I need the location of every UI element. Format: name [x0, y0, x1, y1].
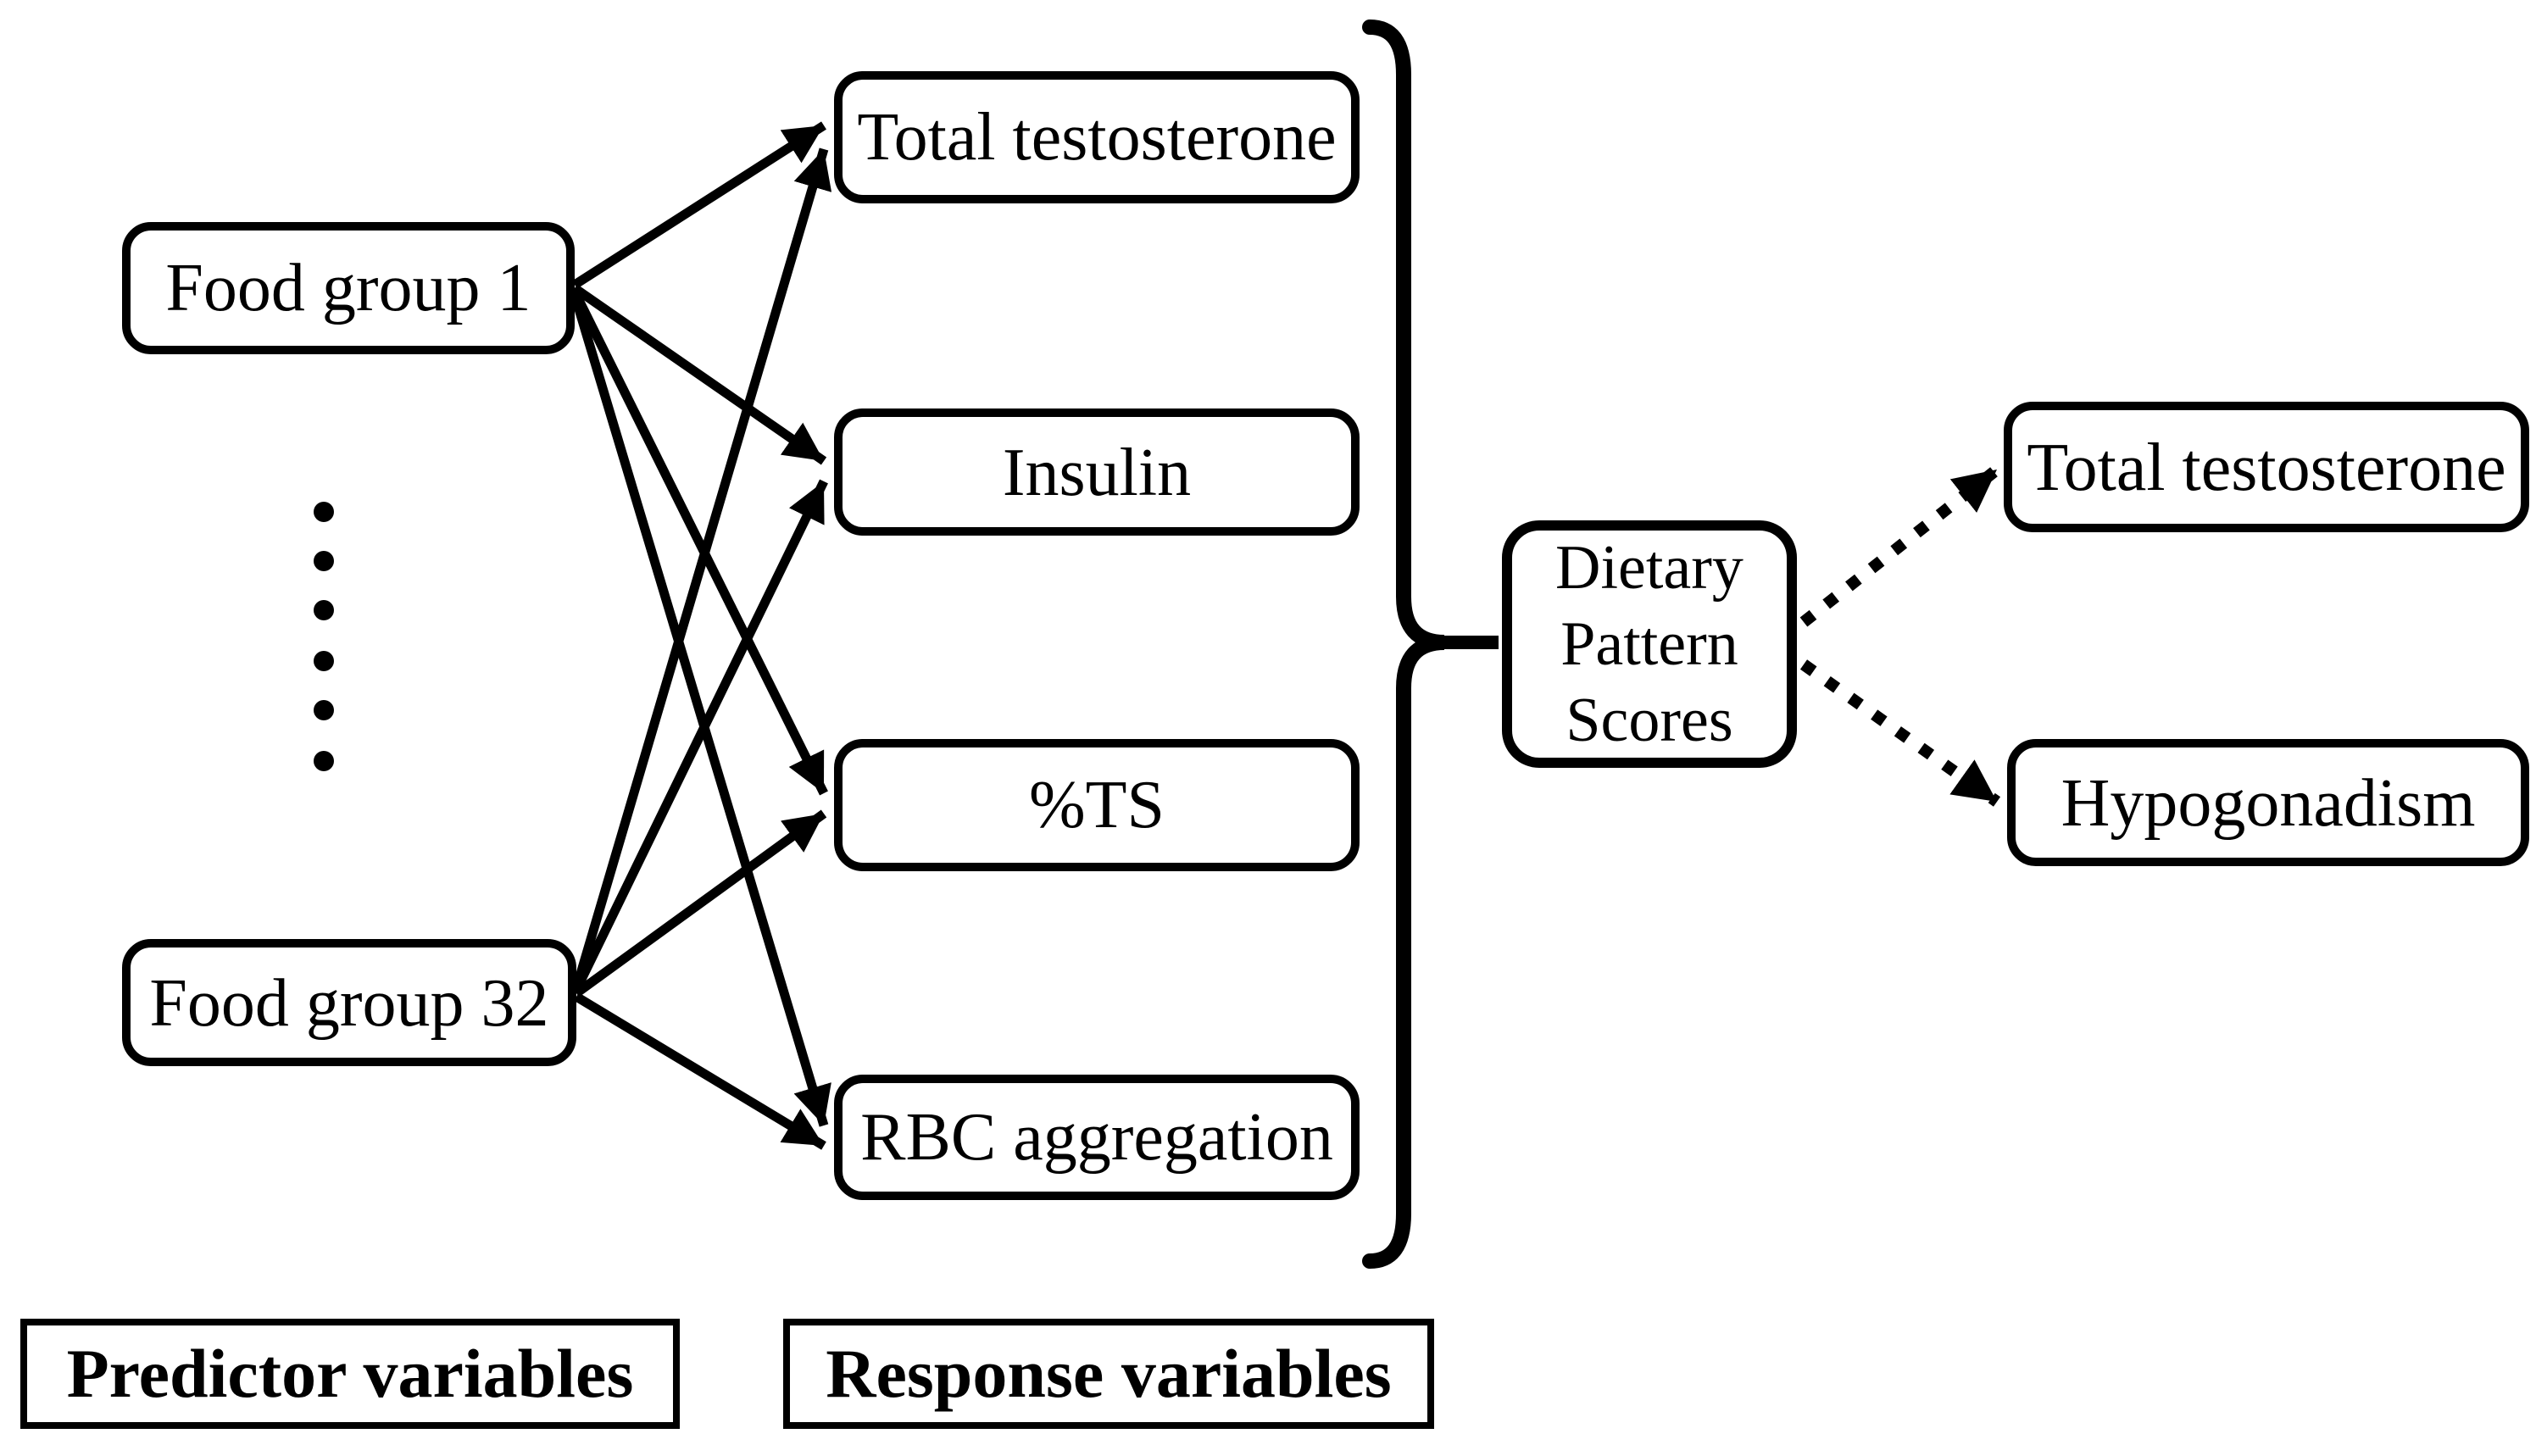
food-group-32-label: Food group 32: [149, 964, 549, 1040]
response-percent-ts-label: %TS: [1029, 766, 1165, 842]
dps-line-2: Pattern: [1560, 609, 1738, 679]
dietary-pattern-scores-box: Dietary Pattern Scores: [1502, 520, 1797, 768]
dashed-arrows: [1799, 464, 2001, 807]
response-percent-ts-box: %TS: [834, 739, 1360, 871]
outcome-total-testosterone-label: Total testosterone: [2027, 428, 2506, 504]
curly-brace: [1362, 19, 1445, 1269]
dashed-arrow-dps-hypogonadism: [1799, 659, 2001, 807]
dps-line-1: Dietary: [1555, 533, 1744, 603]
solid-arrows: [570, 121, 832, 1150]
food-group-32-box: Food group 32: [122, 939, 576, 1066]
response-total-testosterone-label: Total testosterone: [857, 98, 1337, 175]
response-insulin-label: Insulin: [1002, 433, 1192, 509]
outcome-hypogonadism-label: Hypogonadism: [2060, 764, 2476, 840]
food-group-1-box: Food group 1: [122, 222, 575, 354]
arrow-fg32-percent-ts: [573, 809, 827, 998]
response-rbc-aggregation-box: RBC aggregation: [834, 1075, 1360, 1200]
arrow-fg1-total-testosterone: [572, 121, 826, 289]
dashed-arrow-dps-total-testosterone: [1799, 464, 2001, 627]
dps-line-3: Scores: [1566, 686, 1733, 755]
response-total-testosterone-box: Total testosterone: [834, 71, 1360, 203]
response-insulin-box: Insulin: [834, 408, 1360, 536]
outcome-total-testosterone-box: Total testosterone: [2004, 402, 2529, 532]
outcome-hypogonadism-box: Hypogonadism: [2007, 739, 2529, 866]
vertical-ellipsis-dots: [314, 502, 334, 771]
predictor-variables-label: Predictor variables: [66, 1333, 634, 1412]
food-group-1-label: Food group 1: [165, 249, 531, 325]
arrow-fg32-rbc-aggregation: [574, 992, 826, 1150]
arrow-fg1-rbc-aggregation: [570, 293, 831, 1127]
response-variables-label: Response variables: [826, 1333, 1392, 1412]
arrow-fg32-total-testosterone: [571, 147, 832, 990]
arrow-fg1-insulin: [571, 284, 827, 465]
arrow-fg32-insulin: [572, 479, 828, 992]
response-rbc-aggregation-label: RBC aggregation: [860, 1098, 1333, 1175]
response-variables-legend-box: Response variables: [783, 1319, 1434, 1429]
predictor-variables-legend-box: Predictor variables: [20, 1319, 680, 1429]
arrow-fg1-percent-ts: [570, 289, 828, 796]
